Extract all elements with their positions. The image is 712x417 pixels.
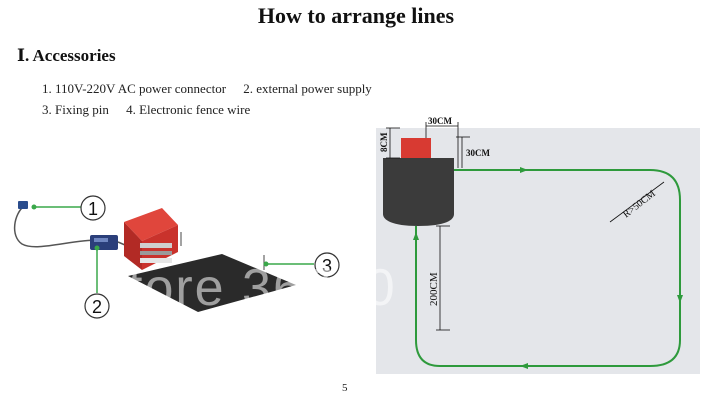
accessory-list-line-2: 3. Fixing pin 4. Electronic fence wire	[42, 102, 264, 118]
dim-station-height: 8CM	[379, 132, 389, 152]
callout-3-circle	[314, 252, 340, 278]
accessory-item-1: 1. 110V-220V AC power connector	[42, 81, 227, 96]
page-title: How to arrange lines	[257, 3, 455, 28]
station-base-icon	[383, 158, 454, 226]
callout-1-circle	[80, 195, 106, 221]
page-number: 5	[342, 382, 348, 394]
accessory-list-line-1: 1. 110V-220V AC power connector 2. exter…	[42, 81, 386, 97]
accessory-item-3: 3. Fixing pin	[42, 102, 109, 117]
callout-2-label: 2	[92, 297, 102, 317]
station-charger-icon	[401, 138, 431, 158]
accessories-illustration: 1 2 3	[13, 195, 340, 319]
accessory-item-4: 4. Electronic fence wire	[126, 102, 251, 117]
section-heading: Ⅰ. Accessories	[17, 46, 116, 65]
accessory-item-2: 2. external power supply	[243, 81, 372, 96]
charging-station-icon	[124, 208, 178, 270]
dim-top-offset: 30CM	[428, 116, 452, 126]
wire-layout-diagram: 8CM 30CM 30CM R>50CM 200CM	[376, 116, 700, 374]
docking-mat-icon	[128, 254, 296, 312]
callout-2-circle	[84, 293, 110, 319]
power-supply-icon	[90, 235, 118, 250]
plug-icon	[18, 201, 28, 209]
boundary-wire	[415, 169, 681, 367]
dim-side-offset: 30CM	[466, 148, 490, 158]
dim-return: 200CM	[428, 272, 440, 306]
ac-power-cable	[13, 205, 99, 248]
callout-1-label: 1	[88, 199, 98, 219]
callout-3-label: 3	[322, 256, 332, 276]
